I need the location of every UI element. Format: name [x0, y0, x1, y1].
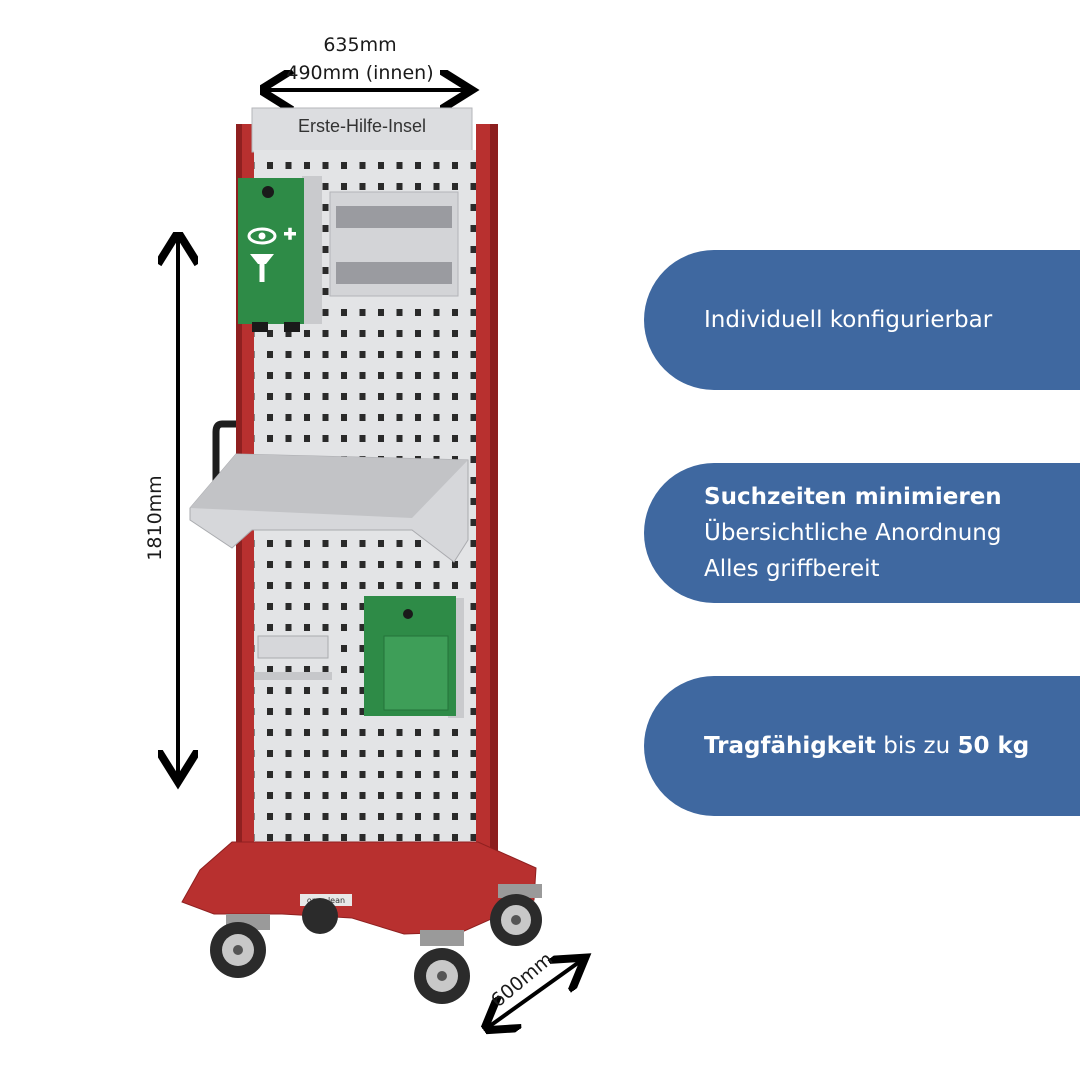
- eyewash-station-box: [238, 176, 322, 332]
- feature-line: Alles griffbereit: [704, 556, 880, 582]
- small-tray: [254, 635, 332, 680]
- feature-card-configurable: Individuell konfigurierbar: [644, 250, 1080, 390]
- feature-card-search-time: Suchzeiten minimieren Übersichtliche Ano…: [644, 463, 1080, 603]
- dimension-height: 1810mm: [144, 475, 166, 561]
- feature-bold: 50 kg: [957, 733, 1030, 759]
- caster-wheel-rear-left: [302, 898, 338, 934]
- eyewash-icon: [247, 227, 277, 282]
- feature-text: Tragfähigkeit bis zu 50 kg: [704, 728, 1080, 764]
- first-aid-dispenser-box: [364, 596, 464, 718]
- caster-wheel-front-left: [210, 914, 270, 978]
- depth-double-arrow-icon: [487, 960, 582, 1028]
- feature-card-load-capacity: Tragfähigkeit bis zu 50 kg: [644, 676, 1080, 816]
- dimension-width-outer: 635mm: [323, 34, 397, 56]
- sign-label: Erste-Hilfe-Insel: [297, 116, 427, 136]
- feature-line: Übersichtliche Anordnung: [704, 520, 1002, 546]
- feature-middle: bis zu: [875, 733, 958, 759]
- caster-wheel-front-right: [414, 930, 470, 1004]
- slotted-storage-panel: [329, 191, 459, 297]
- feature-text: Individuell konfigurierbar: [704, 307, 993, 333]
- feature-bold: Tragfähigkeit: [704, 733, 876, 759]
- dimension-width-inner: 490mm (innen): [286, 62, 434, 84]
- base-plate: [181, 841, 537, 935]
- first-aid-cross-icon: [284, 227, 296, 240]
- feature-title: Suchzeiten minimieren: [704, 484, 1002, 510]
- caster-wheel-rear-right: [490, 884, 542, 946]
